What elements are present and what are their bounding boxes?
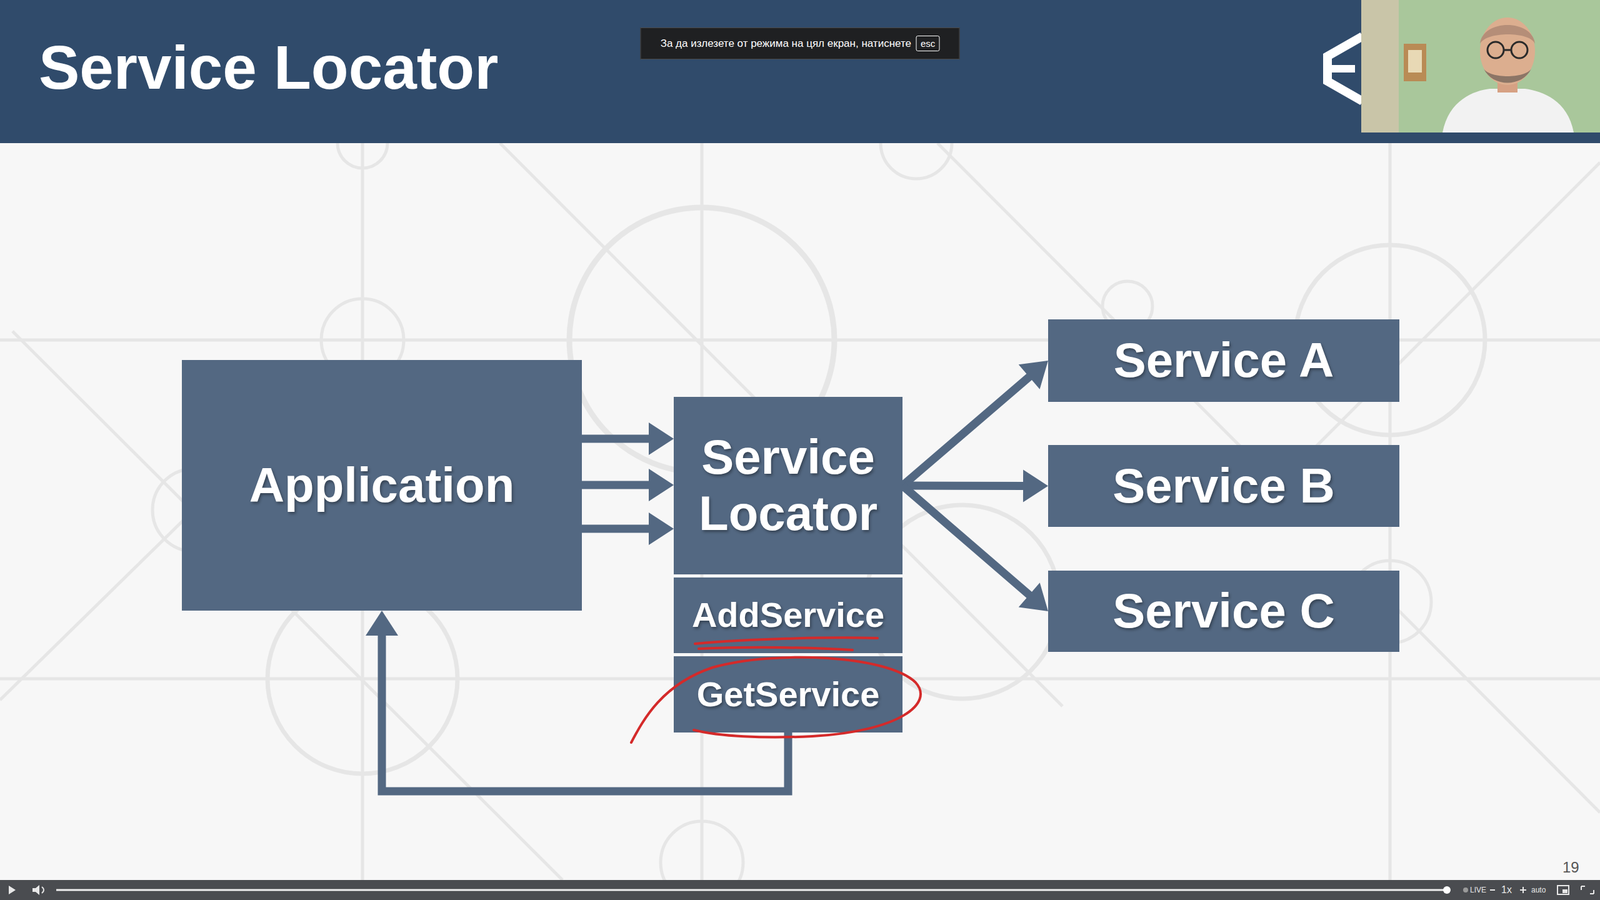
player-controls: [0, 880, 1600, 900]
connector-line: [902, 376, 1030, 486]
webcam-video: [1361, 0, 1600, 133]
player-bar: LIVE 1x auto: [0, 880, 1600, 900]
quality-label: auto: [1531, 885, 1546, 895]
service-box: Service C: [1048, 570, 1400, 652]
connector-arrow: [902, 485, 1049, 612]
arrow-head: [1018, 360, 1049, 390]
method-box: GetService: [673, 656, 903, 733]
node-label: Service Locator: [691, 429, 885, 542]
connector-line: [581, 435, 650, 444]
connector-line: [581, 525, 650, 534]
node-label: Service B: [1112, 458, 1335, 515]
node-label: AddService: [691, 595, 885, 635]
speed-label: 1x: [1501, 884, 1512, 896]
application-box: Application: [181, 360, 582, 611]
red-underline: [695, 637, 878, 644]
slide-title: Service Locator: [38, 32, 499, 104]
title-band: Service Locator: [0, 0, 1600, 144]
connector-line: [902, 481, 1025, 490]
connector-line: [581, 481, 650, 490]
arrow-head: [1018, 582, 1049, 612]
red-circle: [631, 657, 921, 743]
slide-number: 19: [1562, 860, 1580, 875]
node-label: Service C: [1112, 583, 1335, 640]
node-label: Service A: [1113, 332, 1335, 389]
node-label: Application: [249, 457, 515, 514]
connector-arrow: [581, 468, 674, 502]
live-label: LIVE: [1470, 885, 1487, 895]
arrow-head: [648, 422, 674, 455]
connector-line: [902, 485, 1030, 596]
arrow-head: [365, 610, 399, 636]
key-hint: esc: [916, 35, 940, 52]
locator-box: Service Locator: [673, 396, 903, 575]
connector-arrow: [581, 512, 674, 545]
method-box: AddService: [673, 577, 903, 654]
connector-arrow: [581, 422, 674, 455]
arrow-head: [1023, 469, 1049, 502]
red-underline: [698, 647, 853, 650]
service-box: Service A: [1048, 319, 1400, 402]
connector-arrow: [902, 469, 1049, 502]
node-label: GetService: [696, 674, 880, 715]
arrow-head: [648, 468, 674, 502]
fullscreen-notice: За да излезете от режима на цял екран, н…: [640, 27, 960, 60]
connector-arrow: [902, 360, 1049, 486]
notice-text: За да излезете от режима на цял екран, н…: [660, 37, 912, 50]
service-box: Service B: [1048, 445, 1400, 527]
arrow-head: [648, 512, 674, 545]
